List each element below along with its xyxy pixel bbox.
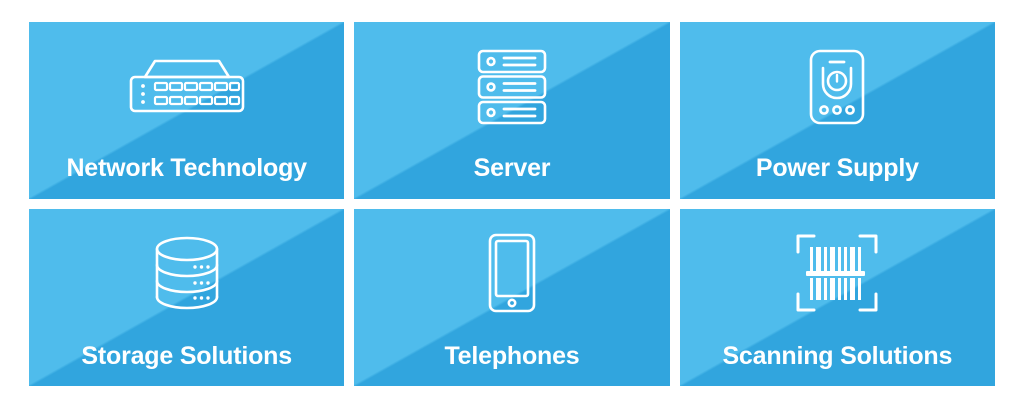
barcode-scanner-icon xyxy=(787,230,887,316)
category-tile-label: Server xyxy=(473,154,551,182)
category-tile-network-technology[interactable]: Network Technology xyxy=(29,22,345,199)
category-tile-power-supply[interactable]: Power Supply xyxy=(679,22,995,199)
category-tile-label: Storage Solutions xyxy=(81,342,292,370)
database-cylinder-icon xyxy=(137,230,237,316)
category-tile-telephones[interactable]: Telephones xyxy=(354,209,670,386)
category-tile-server[interactable]: Server xyxy=(354,22,670,199)
category-tile-label: Telephones xyxy=(444,342,580,370)
category-tile-storage-solutions[interactable]: Storage Solutions xyxy=(29,209,345,386)
server-rack-icon xyxy=(462,44,562,130)
smartphone-icon xyxy=(462,230,562,316)
category-tile-label: Scanning Solutions xyxy=(722,342,953,370)
category-grid: Network Technology Server xyxy=(29,22,995,386)
category-tile-label: Power Supply xyxy=(755,154,919,182)
network-switch-icon xyxy=(129,44,244,130)
category-tile-scanning-solutions[interactable]: Scanning Solutions xyxy=(679,209,995,386)
category-tile-label: Network Technology xyxy=(66,154,307,182)
power-supply-icon xyxy=(787,44,887,130)
